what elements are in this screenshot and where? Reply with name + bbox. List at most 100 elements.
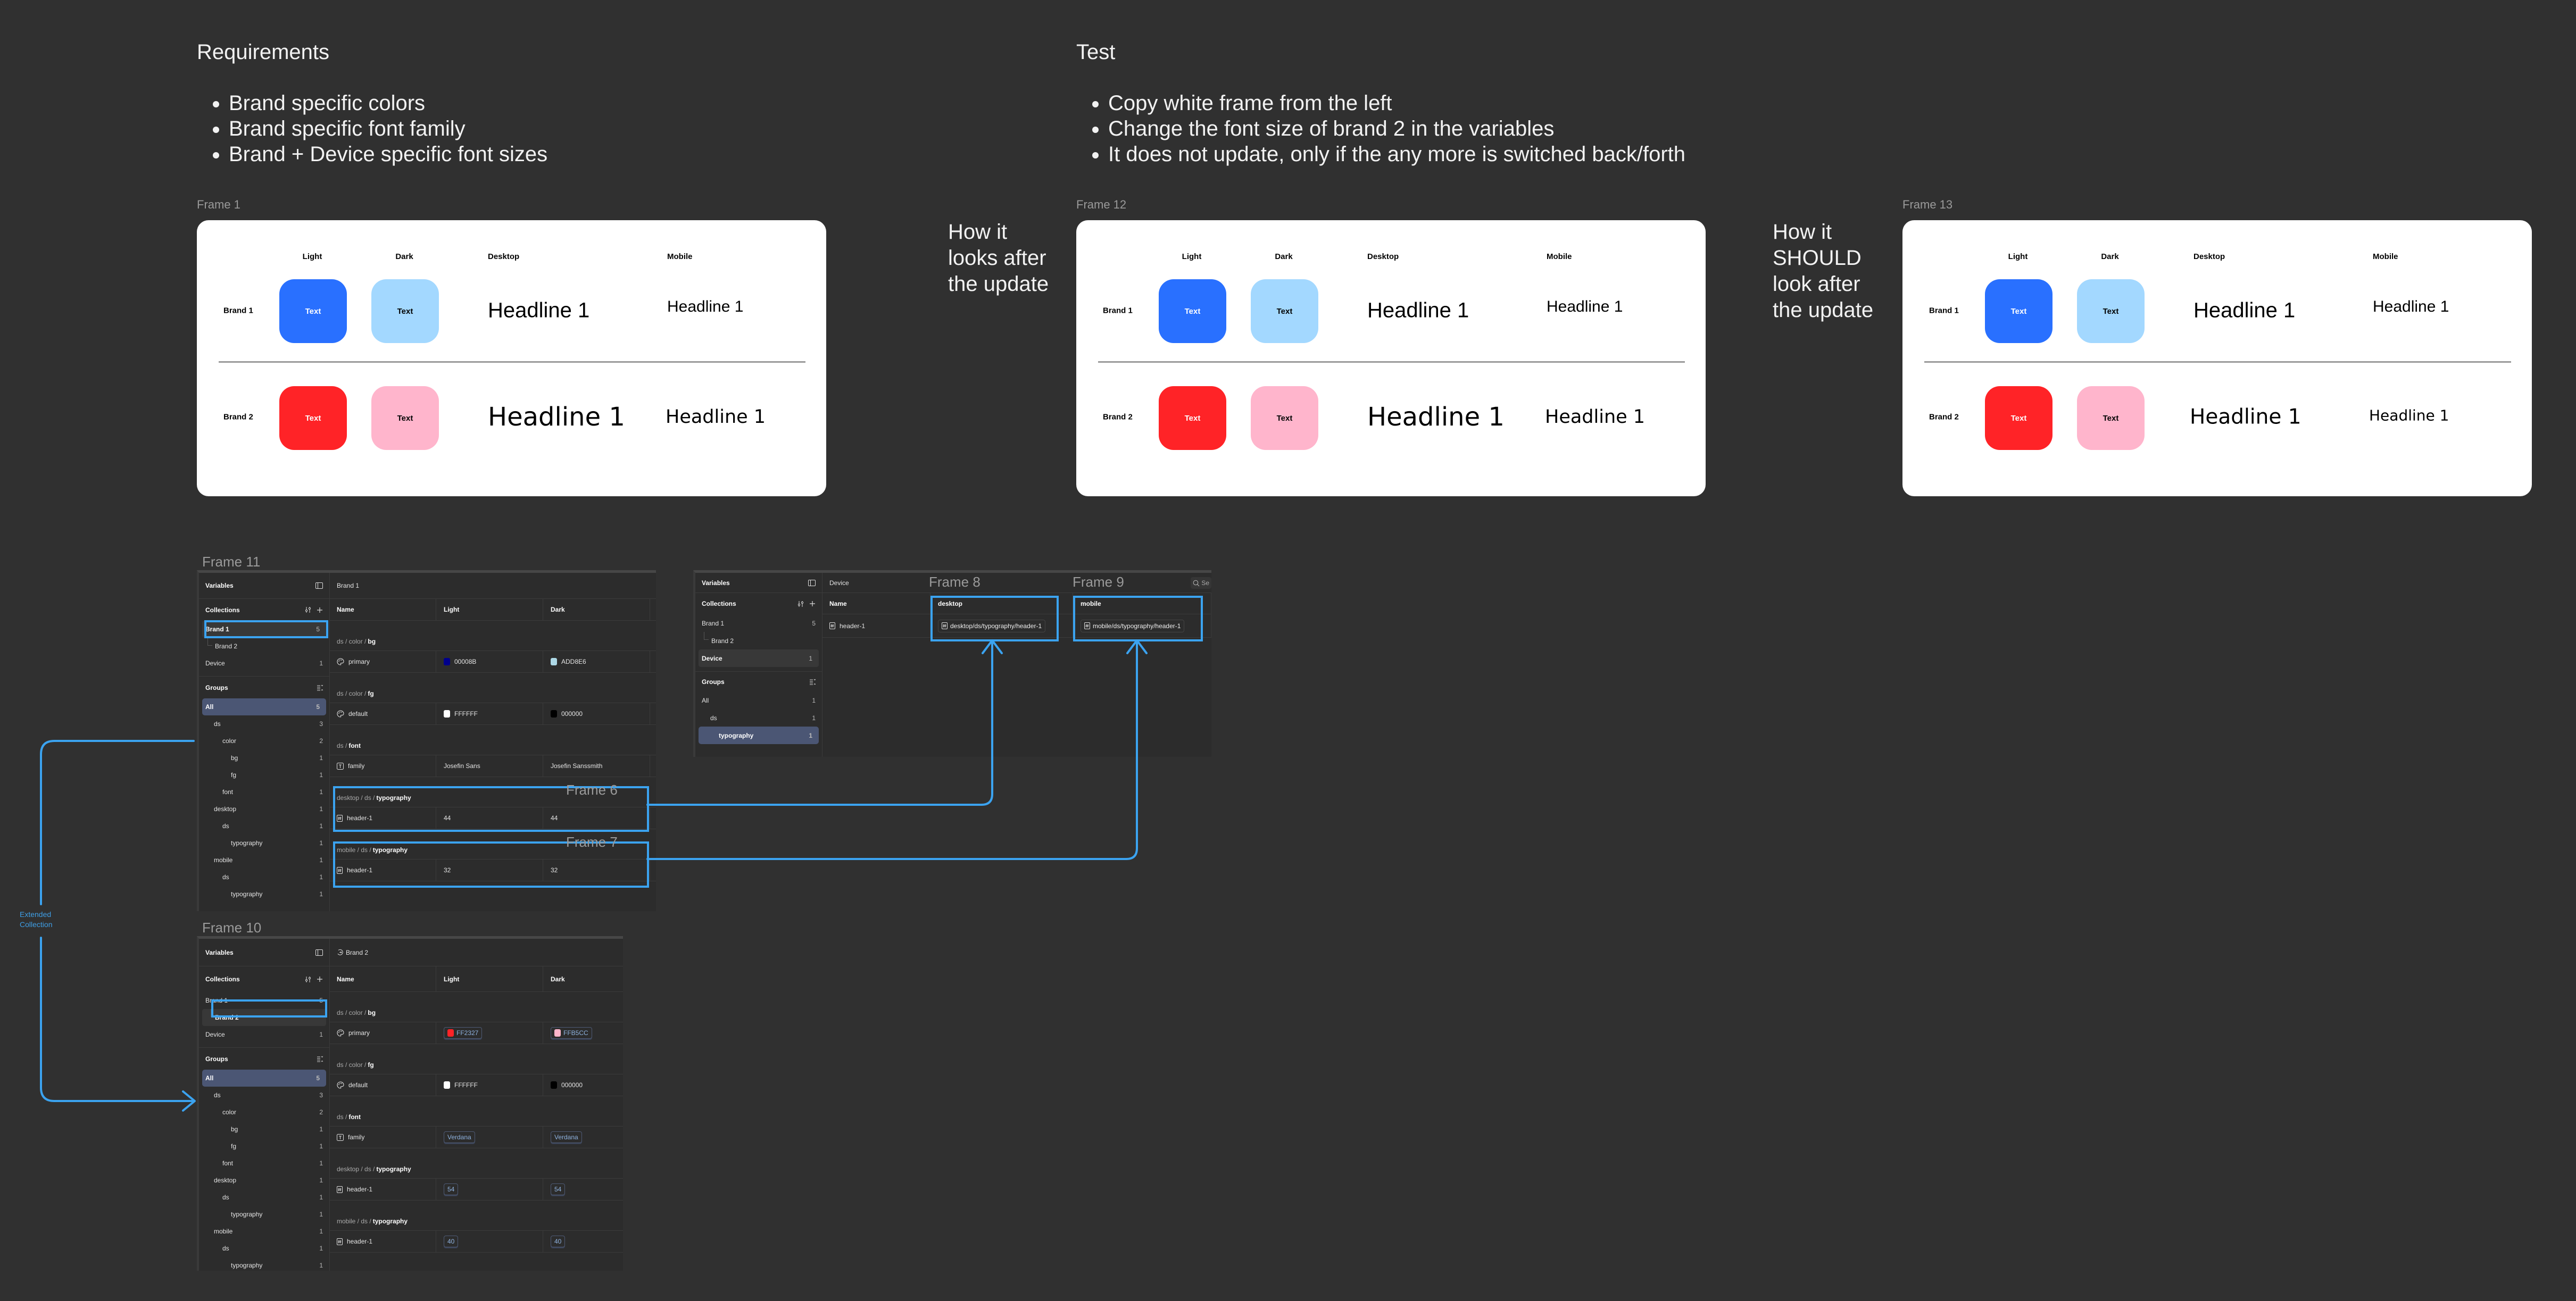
collection-item[interactable]: Brand 2 (202, 1009, 326, 1026)
collection-item[interactable]: Brand 2 (199, 638, 329, 655)
variable-value-cell[interactable]: 00008B (436, 651, 543, 672)
variable-value-cell[interactable]: 000000 (543, 1074, 623, 1096)
collapse-groups-icon[interactable] (809, 679, 816, 685)
column-header[interactable]: Name (329, 966, 436, 991)
collapse-groups-icon[interactable] (317, 685, 323, 691)
column-header[interactable]: Dark (543, 966, 623, 991)
variable-value-cell[interactable]: 32 (436, 860, 543, 881)
variable-value-cell[interactable]: 54 (543, 1179, 623, 1200)
override-value-chip[interactable]: 40 (444, 1236, 459, 1247)
add-collection-icon[interactable] (317, 607, 323, 613)
variable-value-cell[interactable]: 000000 (543, 703, 650, 724)
variable-value-cell[interactable]: mobile/ds/typography/header-1 (1073, 614, 1211, 637)
variable-value-cell[interactable]: FFB5CC (543, 1022, 623, 1044)
dark-color-swatch: Text (2077, 279, 2145, 343)
override-value-chip[interactable]: Verdana (444, 1131, 475, 1143)
variable-value-cell[interactable]: 40 (543, 1231, 623, 1252)
collapse-groups-icon[interactable] (317, 1056, 323, 1062)
collection-item[interactable]: Brand 2 (695, 632, 822, 649)
variable-value-cell[interactable]: Josefin Sans (436, 755, 543, 777)
variable-value-cell[interactable]: Verdana (436, 1127, 543, 1148)
sidebar-toggle-icon[interactable] (315, 582, 323, 589)
collection-settings-icon[interactable] (305, 606, 311, 613)
variable-value-cell[interactable]: ADD8E6 (543, 651, 650, 672)
override-value-chip[interactable]: FFB5CC (551, 1027, 592, 1039)
override-value-chip[interactable]: FF2327 (444, 1027, 483, 1039)
variable-value-cell[interactable]: FF2327 (436, 1022, 543, 1044)
sidebar-toggle-icon[interactable] (808, 579, 816, 586)
collection-settings-icon[interactable] (797, 601, 804, 607)
alias-chip[interactable]: desktop/ds/typography/header-1 (938, 619, 1046, 632)
override-value-chip[interactable]: Verdana (551, 1131, 582, 1143)
column-header[interactable]: Light (436, 966, 543, 991)
variable-value-cell[interactable]: 44 (436, 807, 543, 829)
variable-value-cell[interactable]: 54 (436, 1179, 543, 1200)
column-header[interactable]: Name (822, 593, 930, 614)
collection-settings-icon[interactable] (305, 976, 311, 983)
column-header[interactable]: Light (436, 599, 543, 620)
search-field[interactable]: Se (1191, 577, 1211, 589)
column-header[interactable]: Name (329, 599, 436, 620)
column-header[interactable]: desktop (930, 593, 1073, 614)
variable-value-cell[interactable]: FFFFFF (436, 703, 543, 724)
light-color-swatch: Text (1985, 279, 2053, 343)
variable-value-cell[interactable]: Josefin Sanssmith (543, 755, 650, 777)
add-collection-icon[interactable] (317, 976, 323, 982)
override-value-chip[interactable]: 54 (444, 1183, 459, 1195)
column-header[interactable]: Dark (543, 599, 650, 620)
add-collection-icon[interactable] (809, 601, 816, 607)
variable-value-cell[interactable]: desktop/ds/typography/header-1 (930, 614, 1073, 637)
override-value-chip[interactable]: 54 (551, 1183, 566, 1195)
alias-chip[interactable]: mobile/ds/typography/header-1 (1081, 619, 1185, 632)
sidebar-toggle-icon[interactable] (315, 949, 323, 956)
column-header[interactable]: mobile (1073, 593, 1211, 614)
variable-value-cell[interactable]: 32 (543, 860, 650, 881)
variable-value-cell[interactable]: Verdana (543, 1127, 623, 1148)
variable-value-cell[interactable]: FFFFFF (436, 1074, 543, 1096)
variable-value-cell[interactable]: 40 (436, 1231, 543, 1252)
override-value-chip[interactable]: 40 (551, 1236, 566, 1247)
